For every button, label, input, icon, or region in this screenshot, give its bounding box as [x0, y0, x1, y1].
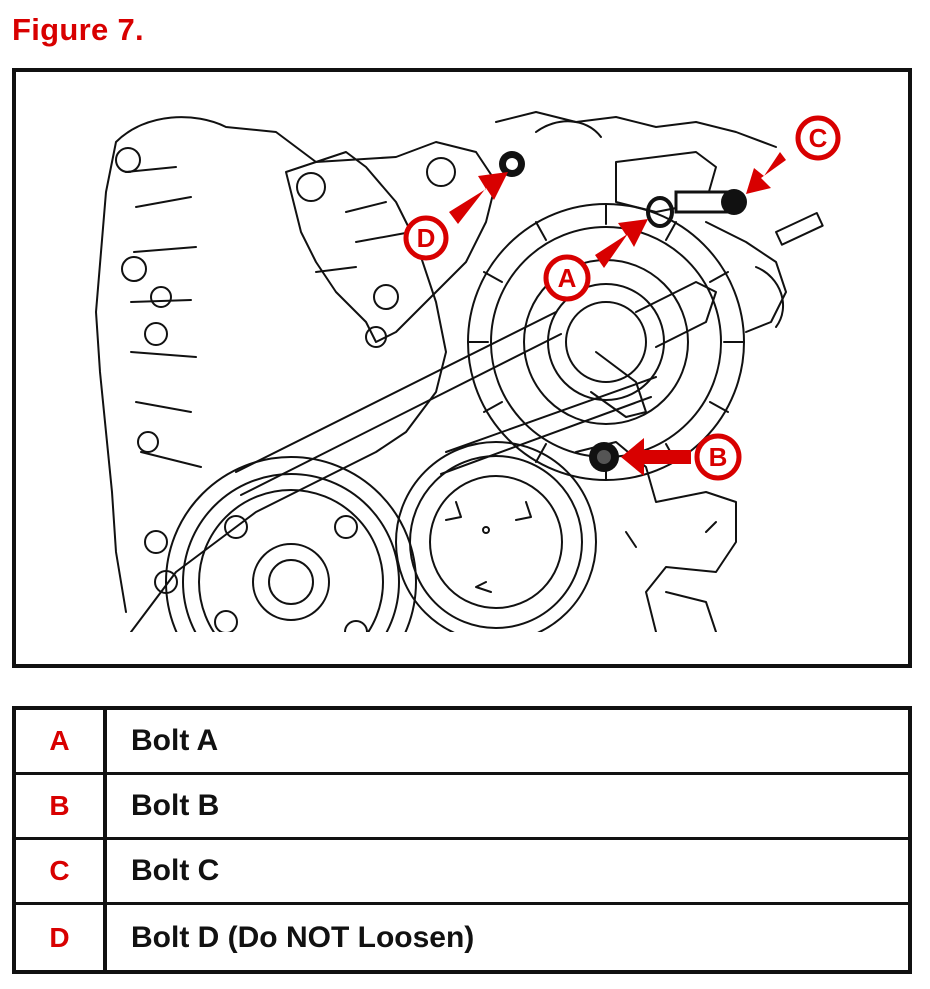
bolt-c-marker [674, 189, 747, 215]
legend-key-b: B [16, 775, 107, 840]
arrow-d [449, 172, 508, 224]
legend-label-b: Bolt B [107, 775, 908, 840]
alternator [467, 203, 824, 481]
arrow-c [746, 152, 786, 194]
bolt-b-marker [589, 442, 619, 472]
drive-belt [235, 311, 657, 496]
callout-b-label: B [709, 442, 728, 472]
crankshaft-pulley [165, 456, 417, 632]
legend-label-d: Bolt D (Do NOT Loosen) [131, 920, 475, 954]
callout-a-label: A [558, 263, 577, 293]
callout-arrows [449, 152, 786, 476]
callout-c-circle [795, 115, 841, 161]
arrow-b [621, 438, 691, 476]
bolt-d-marker [499, 151, 525, 177]
legend-label-c: Bolt C [107, 840, 908, 905]
legend-label-a: Bolt A [107, 710, 908, 775]
legend-key-d: D [16, 905, 107, 970]
bolt-a-marker [646, 196, 674, 228]
figure-title: Figure 7. [12, 12, 144, 47]
diagram-frame: D A C B [12, 68, 912, 668]
arrow-a [595, 219, 648, 268]
callout-c-label: C [809, 123, 828, 153]
legend-table: A Bolt A B Bolt B C Bolt C D Bolt D (Do … [12, 706, 912, 974]
callout-a-circle [543, 254, 591, 302]
legend-key-a: A [16, 710, 107, 775]
legend-key-c: C [16, 840, 107, 905]
callout-d-circle [403, 215, 449, 261]
callout-d-label: D [417, 223, 436, 253]
callout-b-circle [694, 433, 742, 481]
engine-drawing: D A C B [95, 111, 841, 632]
alternator-bracket [285, 141, 497, 343]
water-pump-pulley [395, 441, 597, 632]
engine-block-outline [95, 116, 447, 632]
